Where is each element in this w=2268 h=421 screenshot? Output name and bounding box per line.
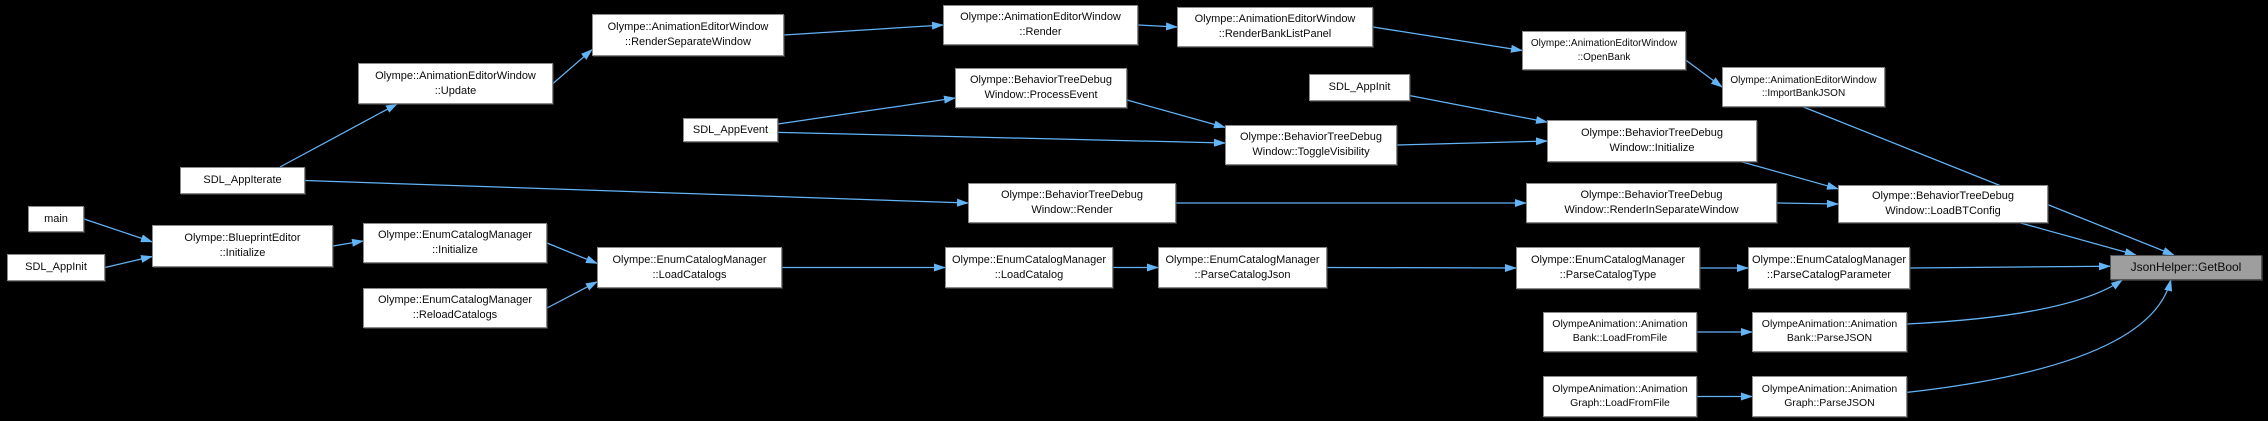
edge-aew-update--aew-render-separate-window — [552, 49, 593, 84]
node-btdw-load-bt-config[interactable]: Olympe::BehaviorTreeDebug Window::LoadBT… — [1838, 185, 2048, 223]
node-sdl-appinit-left[interactable]: SDL_AppInit — [7, 254, 105, 281]
edge-anim-graph-parse-json--jsonhelper-getbool — [1906, 279, 2173, 394]
node-anim-bank-load-from-file[interactable]: OlympeAnimation::Animation Bank::LoadFro… — [1543, 312, 1697, 352]
edge-group — [83, 21, 2175, 401]
edge-sdl-appevent--btdw-process-event — [777, 95, 956, 125]
node-sdl-appiterate[interactable]: SDL_AppIterate — [180, 167, 305, 194]
node-main[interactable]: main — [28, 206, 84, 232]
node-anim-bank-parse-json[interactable]: OlympeAnimation::Animation Bank::ParseJS… — [1752, 312, 1907, 352]
edge-sdl-appinit-mid--btdw-initialize — [1409, 94, 1548, 124]
node-sdl-appinit-mid[interactable]: SDL_AppInit — [1309, 74, 1410, 101]
node-btdw-process-event[interactable]: Olympe::BehaviorTreeDebug Window::Proces… — [955, 68, 1127, 108]
edge-btdw-load-bt-config--jsonhelper-getbool — [2020, 222, 2137, 256]
node-aew-render-separate-window[interactable]: Olympe::AnimationEditorWindow ::RenderSe… — [592, 14, 784, 56]
node-btdw-toggle-visibility[interactable]: Olympe::BehaviorTreeDebug Window::Toggle… — [1225, 125, 1397, 165]
edge-aew-render--aew-render-bank-list-panel — [1137, 22, 1178, 31]
edge-aew-render-bank-list-panel--aew-open-bank — [1372, 26, 1523, 53]
node-blueprint-editor-initialize[interactable]: Olympe::BlueprintEditor ::Initialize — [152, 225, 333, 267]
edge-ecm-parse-catalog-json--ecm-parse-catalog-type — [1326, 263, 1517, 272]
node-aew-render-bank-list-panel[interactable]: Olympe::AnimationEditorWindow ::RenderBa… — [1177, 7, 1373, 47]
node-ecm-load-catalogs[interactable]: Olympe::EnumCatalogManager ::LoadCatalog… — [597, 247, 782, 288]
node-ecm-initialize[interactable]: Olympe::EnumCatalogManager ::Initialize — [363, 223, 547, 263]
edge-btdw-render-in-separate-window--btdw-load-bt-config — [1776, 199, 1839, 208]
node-ecm-load-catalog[interactable]: Olympe::EnumCatalogManager ::LoadCatalog — [945, 247, 1113, 288]
edge-sdl-appinit-left--blueprint-editor-initialize — [104, 255, 153, 269]
node-sdl-appevent[interactable]: SDL_AppEvent — [683, 118, 778, 142]
edge-sdl-appiterate--btdw-render — [304, 179, 969, 207]
node-ecm-parse-catalog-type[interactable]: Olympe::EnumCatalogManager ::ParseCatalo… — [1516, 247, 1700, 289]
edge-btdw-process-event--btdw-toggle-visibility — [1126, 99, 1226, 129]
edge-aew-open-bank--aew-import-bank-json — [1685, 59, 1723, 88]
edge-sdl-appiterate--aew-update — [279, 103, 398, 168]
edge-blueprint-editor-initialize--ecm-initialize — [332, 238, 364, 247]
node-btdw-render-in-separate-window[interactable]: Olympe::BehaviorTreeDebug Window::Render… — [1526, 183, 1777, 223]
edge-btdw-initialize--btdw-load-bt-config — [1742, 161, 1839, 190]
edge-ecm-reload-catalogs--ecm-load-catalogs — [546, 281, 598, 309]
edge-btdw-toggle-visibility--btdw-initialize — [1396, 137, 1548, 146]
node-btdw-render[interactable]: Olympe::BehaviorTreeDebug Window::Render — [968, 183, 1176, 223]
node-aew-update[interactable]: Olympe::AnimationEditorWindow ::Update — [358, 63, 553, 104]
edge-aew-render-separate-window--aew-render — [783, 21, 944, 36]
edge-aew-import-bank-json--jsonhelper-getbool — [1803, 106, 2175, 256]
node-jsonhelper-getbool: JsonHelper::GetBool — [2110, 255, 2262, 280]
edge-anim-bank-parse-json--jsonhelper-getbool — [1906, 279, 2123, 325]
node-ecm-parse-catalog-parameter[interactable]: Olympe::EnumCatalogManager ::ParseCatalo… — [1748, 247, 1910, 289]
node-aew-open-bank[interactable]: Olympe::AnimationEditorWindow ::OpenBank — [1522, 31, 1686, 70]
node-ecm-reload-catalogs[interactable]: Olympe::EnumCatalogManager ::ReloadCatal… — [363, 288, 547, 328]
edge-main--blueprint-editor-initialize — [83, 218, 153, 243]
node-ecm-parse-catalog-json[interactable]: Olympe::EnumCatalogManager ::ParseCatalo… — [1158, 247, 1327, 288]
edge-ecm-parse-catalog-parameter--jsonhelper-getbool — [1909, 262, 2111, 271]
node-anim-graph-load-from-file[interactable]: OlympeAnimation::Animation Graph::LoadFr… — [1543, 376, 1697, 417]
edge-ecm-initialize--ecm-load-catalogs — [546, 242, 598, 264]
node-aew-import-bank-json[interactable]: Olympe::AnimationEditorWindow ::ImportBa… — [1722, 67, 1885, 107]
node-anim-graph-parse-json[interactable]: OlympeAnimation::Animation Graph::ParseJ… — [1752, 376, 1907, 417]
node-btdw-initialize[interactable]: Olympe::BehaviorTreeDebug Window::Initia… — [1547, 120, 1757, 162]
node-aew-render[interactable]: Olympe::AnimationEditorWindow ::Render — [943, 5, 1138, 45]
edge-sdl-appevent--btdw-toggle-visibility — [777, 131, 1226, 147]
